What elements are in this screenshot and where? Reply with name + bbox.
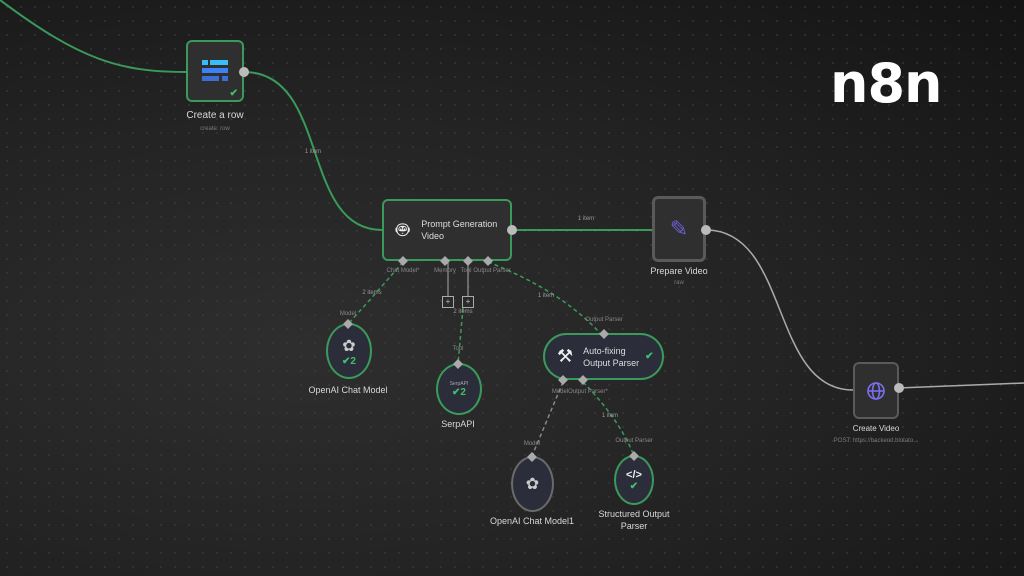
globe-icon: [867, 381, 885, 400]
edge-autofix-parser: [582, 381, 635, 457]
success-check-icon: ✔: [645, 351, 654, 362]
input-label: Model: [523, 441, 541, 447]
node-prompt-generation-video[interactable]: 🤖︎ Prompt Generation Video: [382, 199, 512, 261]
serpapi-logo: SerpAPI: [449, 380, 469, 387]
edge-prepare-to-create: [705, 229, 854, 391]
add-memory-button[interactable]: +: [442, 296, 454, 308]
handle-label: Model: [551, 389, 569, 395]
node-title: Create Video: [852, 424, 900, 433]
node-subtitle: raw: [674, 280, 684, 286]
node-title: OpenAI Chat Model1: [489, 516, 575, 526]
node-title: Create a row: [186, 110, 244, 121]
pencil-icon: ✎: [669, 216, 689, 241]
input-label: Tool: [452, 346, 464, 352]
edge-label: 1 item: [304, 149, 322, 155]
node-serpapi[interactable]: SerpAPI ✔2: [436, 363, 482, 415]
node-title: Structured Output Parser: [598, 509, 670, 531]
handle-label: Memory: [434, 268, 456, 274]
n8n-logo: n8n: [830, 52, 942, 115]
output-handle[interactable]: [507, 225, 517, 235]
node-subtitle: create: row: [200, 126, 230, 132]
tools-icon: ⚒: [557, 346, 574, 366]
success-check-icon: ✔: [229, 88, 238, 99]
node-structured-output-parser[interactable]: </> ✔: [614, 455, 654, 505]
success-check-icon: ✔: [629, 480, 639, 492]
node-title: Prompt Generation Video: [421, 219, 498, 241]
edge-label: 1 item: [537, 293, 555, 299]
node-subtitle: POST: https://backend.blotato...: [833, 438, 919, 444]
edge-serp: [457, 307, 464, 365]
success-count: ✔2: [452, 386, 466, 398]
edge-create-out: [897, 382, 1024, 389]
node-title: Auto-fixing Output Parser: [583, 345, 640, 368]
output-handle[interactable]: [894, 383, 904, 393]
handle-label: Chat Model*: [386, 268, 420, 274]
edge-incoming: [0, 0, 187, 73]
input-label: Model: [339, 311, 357, 317]
output-handle[interactable]: [701, 225, 711, 235]
edge-label: 2 items: [453, 309, 473, 315]
openai-icon: ✿: [525, 476, 540, 493]
node-auto-fixing-output-parser[interactable]: ⚒ Auto-fixing Output Parser ✔: [543, 333, 664, 380]
success-count: ✔2: [342, 355, 356, 367]
edge-create-to-prompt: [243, 71, 383, 231]
table-icon: [202, 60, 228, 81]
node-create-row[interactable]: ✔: [186, 40, 244, 102]
add-tool-button[interactable]: +: [462, 296, 474, 308]
edge-chatmodel: [347, 261, 404, 325]
output-handle[interactable]: [239, 67, 249, 77]
node-openai-chat-model1[interactable]: ✿: [511, 456, 554, 512]
handle-label: Tool: [460, 268, 472, 274]
node-title: OpenAI Chat Model: [308, 385, 388, 395]
node-title: SerpAPI: [441, 419, 475, 429]
node-prepare-video[interactable]: ✎: [652, 196, 706, 262]
node-openai-chat-model[interactable]: ✿ ✔2: [326, 323, 372, 379]
edge-autofix-model: [531, 381, 564, 457]
node-create-video[interactable]: [853, 362, 899, 419]
edge-outputparser: [487, 261, 601, 334]
node-title: Prepare Video: [650, 266, 708, 276]
input-label: Output Parser: [615, 438, 653, 444]
edge-label: 2 items: [362, 290, 382, 296]
openai-icon: ✿: [342, 337, 356, 355]
code-icon: </>: [626, 468, 642, 481]
edge-label: 1 item: [577, 216, 595, 222]
robot-icon: 🤖︎: [396, 217, 410, 242]
handle-label: Output Parser*: [568, 389, 608, 395]
edge-label: 1 item: [601, 413, 619, 419]
input-label: Output Parser: [585, 317, 623, 323]
handle-label: Output Parser: [473, 268, 511, 274]
